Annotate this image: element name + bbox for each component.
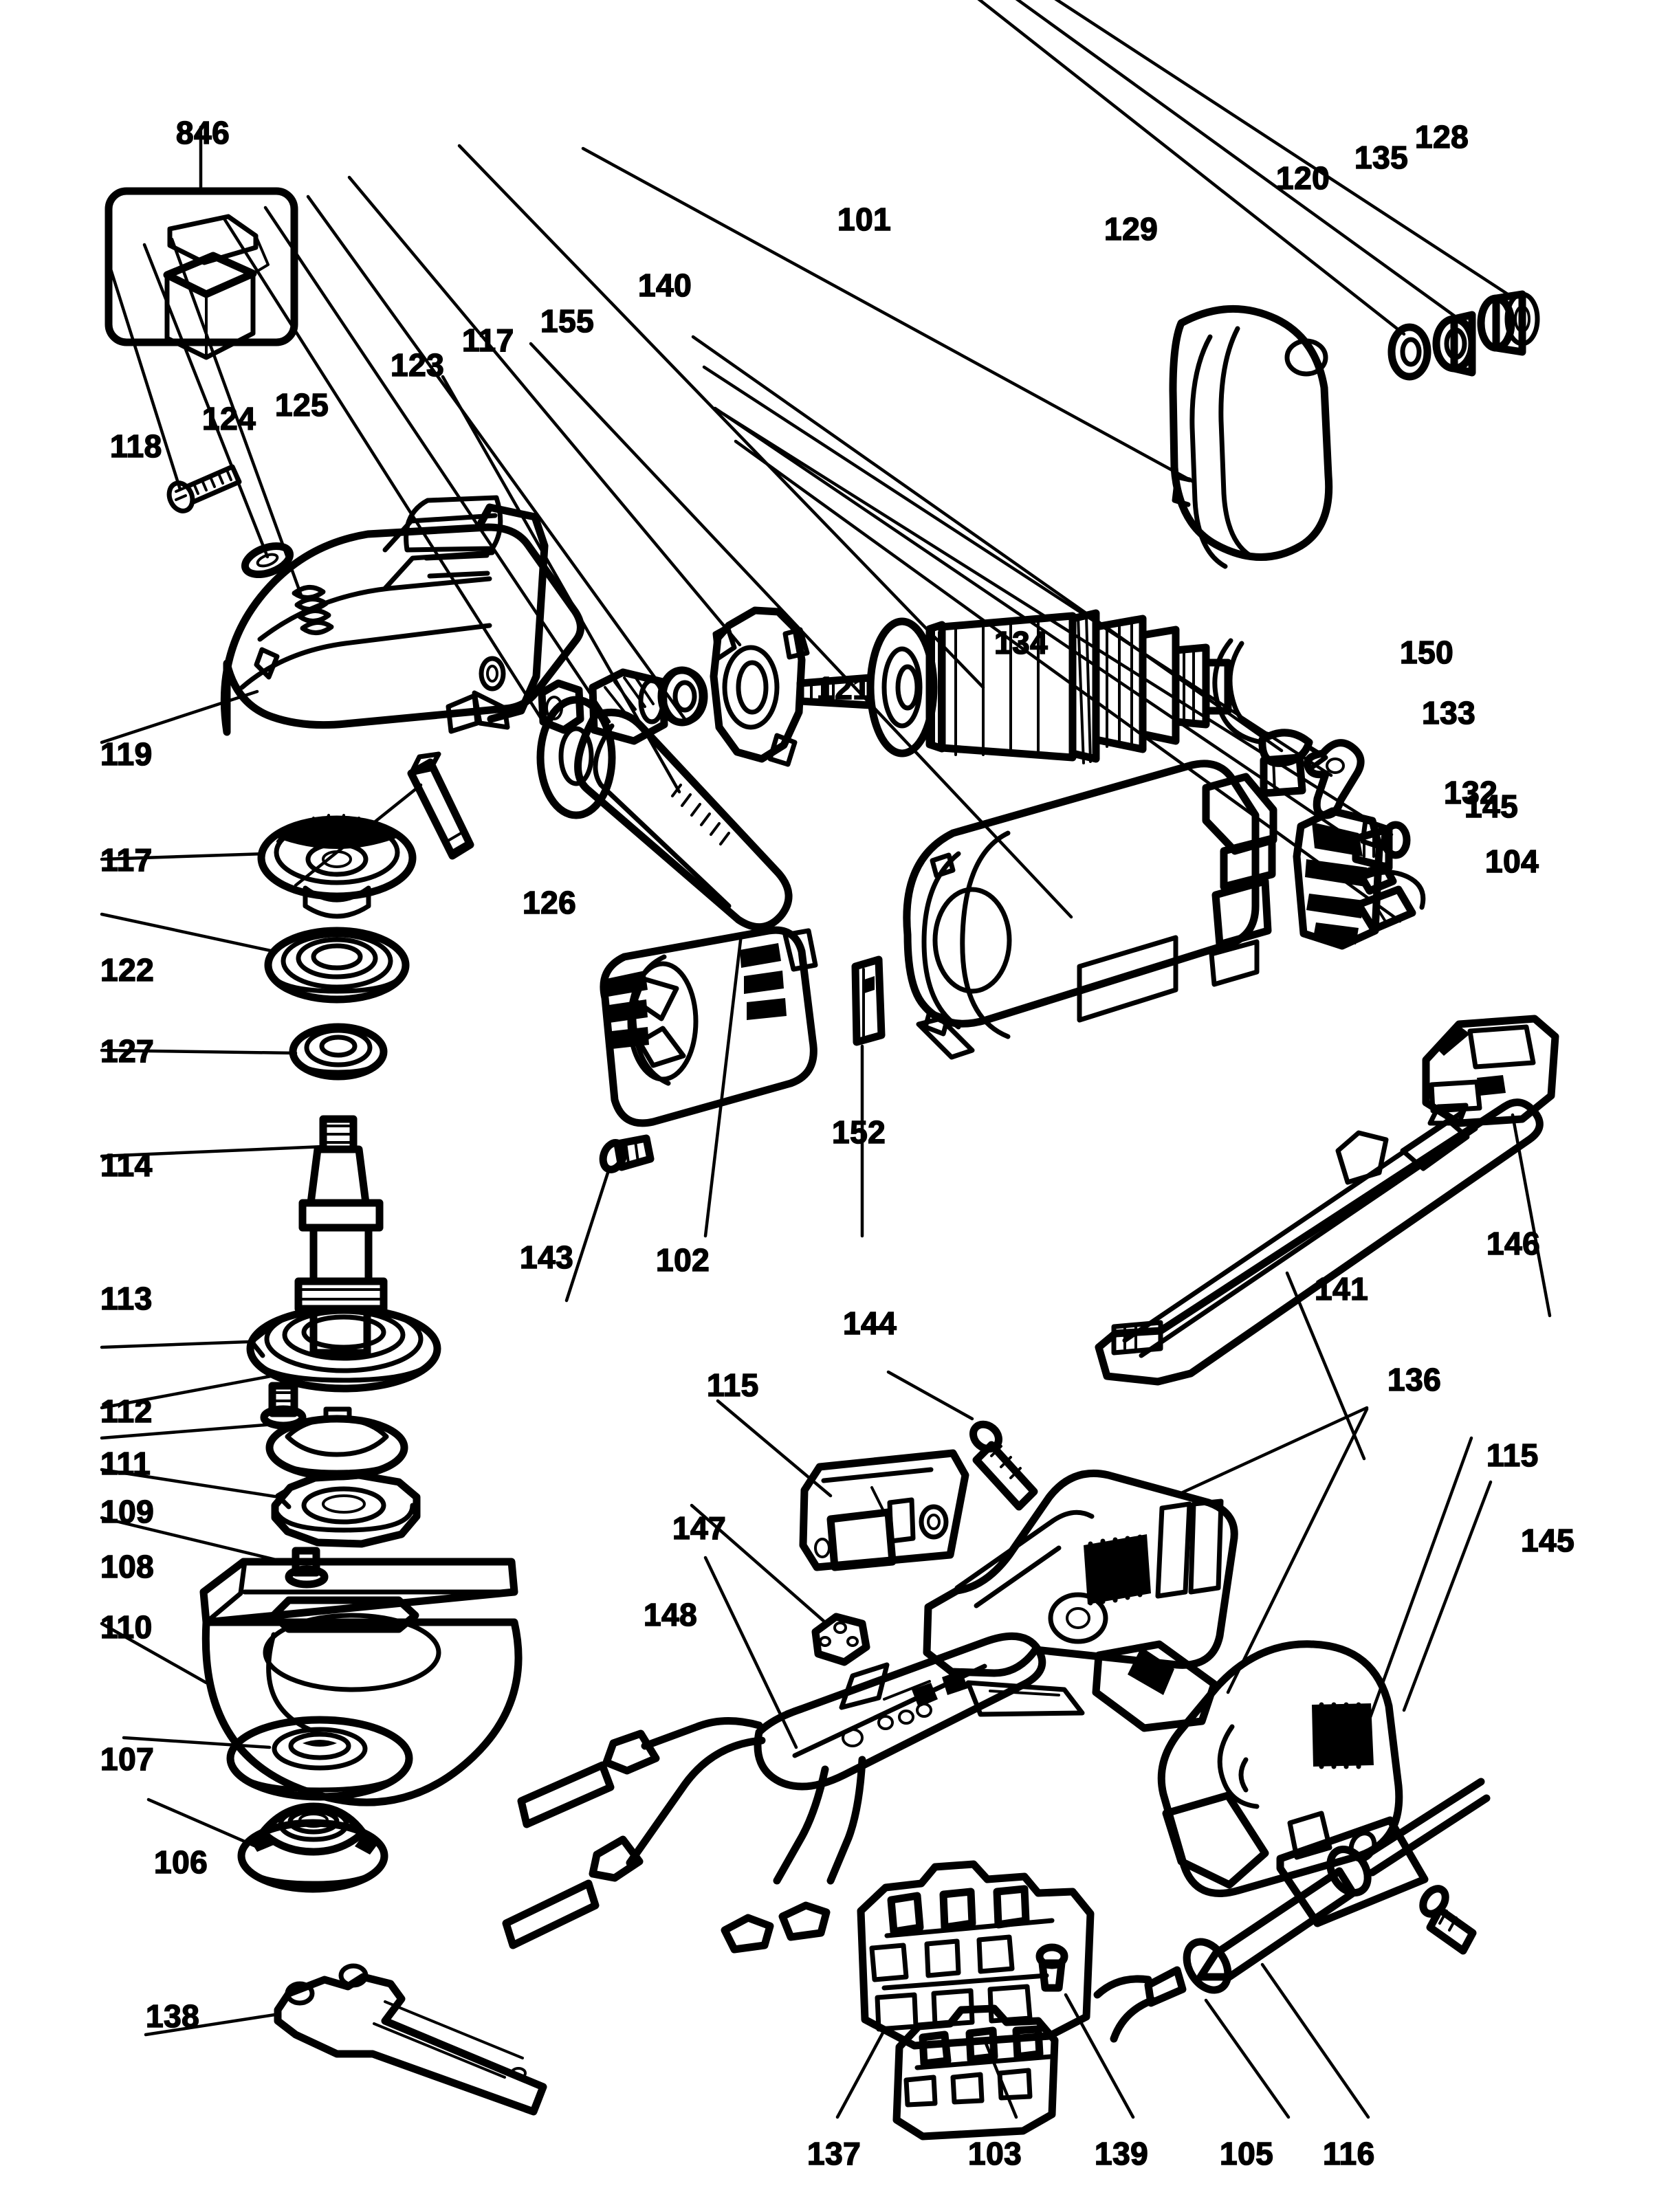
callout-cover-plate: 115 bbox=[706, 1367, 759, 1403]
callout-spring: 125 bbox=[274, 387, 329, 423]
part-133-spring-clip bbox=[1304, 739, 1365, 819]
part-115-cover-plate bbox=[799, 1449, 969, 1571]
callout-screw: 112 bbox=[100, 1393, 153, 1429]
callout-lock-pin: 126 bbox=[522, 885, 577, 920]
callout-wrench: 138 bbox=[145, 1998, 200, 2034]
part-121-side-handle bbox=[536, 696, 793, 931]
callout-screw: 139 bbox=[1094, 2136, 1149, 2171]
part-129-baffle bbox=[1169, 305, 1333, 569]
callout-gear-case: 119 bbox=[100, 736, 153, 772]
callout-guard-plate: 109 bbox=[100, 1494, 155, 1529]
part-107-outer-flange bbox=[226, 1716, 413, 1801]
callout-switch-button: 146 bbox=[1486, 1226, 1541, 1261]
part-150-lead-wire bbox=[1212, 638, 1328, 797]
callout-bearing-large: 128 bbox=[1414, 119, 1469, 155]
part-138-wrench bbox=[274, 1963, 547, 2116]
part-145b-screw bbox=[1419, 1885, 1477, 1955]
callout-switch: 137 bbox=[806, 2136, 862, 2171]
part-144-screw bbox=[969, 1420, 1038, 1511]
part-120-washer bbox=[1387, 323, 1431, 381]
callout-spring-clip: 133 bbox=[1421, 695, 1476, 731]
callout-washer: 124 bbox=[201, 401, 256, 436]
part-122-seal bbox=[264, 927, 410, 1004]
callout-lead-wire: 150 bbox=[1399, 634, 1454, 670]
part-146-switch-button bbox=[1422, 1015, 1559, 1127]
callout-cover-plate: 115 bbox=[1486, 1437, 1539, 1473]
callout-screw: 145 bbox=[1520, 1523, 1575, 1558]
part-148-switch-assembly bbox=[502, 1632, 1046, 1954]
part-136-handle-half-left bbox=[923, 1469, 1238, 1732]
part-135-bearing-small bbox=[1432, 311, 1476, 377]
callout-baffle: 129 bbox=[1104, 211, 1159, 247]
callout-cord-protector: 105 bbox=[1219, 2136, 1274, 2171]
callout-bearing: 155 bbox=[540, 303, 595, 339]
callout-switch-slider: 141 bbox=[1314, 1271, 1369, 1307]
callout-ball-bearing: 127 bbox=[100, 1033, 155, 1069]
part-140-gear-case-plate bbox=[710, 606, 810, 767]
callout-switch-assembly: 148 bbox=[643, 1597, 698, 1633]
part-132-brush-holder bbox=[1293, 807, 1389, 950]
callout-field-case: 134 bbox=[994, 625, 1049, 661]
callout-screw: 108 bbox=[100, 1549, 155, 1584]
part-112-screw bbox=[260, 1382, 307, 1430]
part-109-guard-plate bbox=[271, 1471, 421, 1548]
part-108-screw bbox=[285, 1547, 329, 1589]
callout-gear-case-plate: 140 bbox=[637, 267, 692, 303]
part-137-switch bbox=[857, 1860, 1095, 2050]
part-128-bearing-large bbox=[1477, 290, 1540, 356]
callout-screw: 145 bbox=[1464, 788, 1519, 824]
callout-switch-block: 103 bbox=[967, 2136, 1022, 2171]
part-143-screw bbox=[599, 1134, 655, 1173]
part-111-clamp-ring bbox=[265, 1406, 408, 1481]
callout-nut: 123 bbox=[390, 347, 445, 383]
callout-handle-halves: 136 bbox=[1387, 1362, 1442, 1397]
part-145-screw-right bbox=[1352, 821, 1411, 872]
part-110-wheel-guard bbox=[199, 1558, 523, 1806]
part-846-kit-box bbox=[105, 187, 298, 360]
part-141-switch-slider bbox=[1095, 1098, 1544, 1386]
callout-spindle: 114 bbox=[100, 1147, 153, 1183]
callout-inner-flange: 106 bbox=[153, 1844, 208, 1880]
part-152-terminal bbox=[851, 955, 886, 1046]
callout-pinion: 117 bbox=[461, 322, 514, 358]
callout-bearing-small: 135 bbox=[1354, 140, 1409, 175]
part-113-guard-flange bbox=[246, 1305, 441, 1393]
callout-terminal: 152 bbox=[831, 1114, 886, 1150]
callout-cord: 116 bbox=[1322, 2136, 1375, 2171]
callout-field: 102 bbox=[655, 1242, 710, 1278]
callout-screw: 144 bbox=[842, 1305, 897, 1341]
callout-wheel-guard: 110 bbox=[100, 1609, 153, 1645]
callout-kit-box: 846 bbox=[175, 115, 230, 151]
part-103-switch-block bbox=[892, 2004, 1059, 2141]
callout-clamp-ring: 111 bbox=[100, 1446, 151, 1481]
callout-ring-gear: 117 bbox=[100, 842, 153, 878]
part-117b-ring-gear bbox=[257, 814, 417, 919]
part-134-field-case bbox=[903, 760, 1277, 1060]
part-127-ball-bearing bbox=[289, 1023, 388, 1081]
callout-guard-flange: 113 bbox=[100, 1281, 153, 1316]
part-147-nut-plate bbox=[811, 1613, 870, 1666]
callout-outer-flange: 107 bbox=[100, 1741, 155, 1777]
part-106-inner-flange bbox=[237, 1802, 388, 1893]
part-155-bearing bbox=[657, 666, 708, 727]
part-102-field bbox=[600, 926, 818, 1127]
part-117-pinion bbox=[589, 668, 668, 745]
callout-armature: 101 bbox=[837, 201, 892, 237]
part-139-screw bbox=[1035, 1943, 1068, 1992]
callout-nut-plate: 147 bbox=[672, 1510, 727, 1546]
callout-washer: 120 bbox=[1275, 160, 1330, 196]
part-116-cord bbox=[1093, 1778, 1491, 2043]
leader-lines bbox=[100, 0, 1552, 2119]
callout-screw: 118 bbox=[109, 428, 162, 464]
callout-side-handle: 121 bbox=[816, 670, 871, 706]
callout-brush-holder: 132 bbox=[1443, 775, 1498, 810]
callout-screw: 143 bbox=[519, 1239, 574, 1275]
callout-carbon-brush: 104 bbox=[1484, 843, 1539, 879]
part-126-lock-pin bbox=[407, 751, 474, 860]
callout-seal: 122 bbox=[100, 952, 155, 988]
